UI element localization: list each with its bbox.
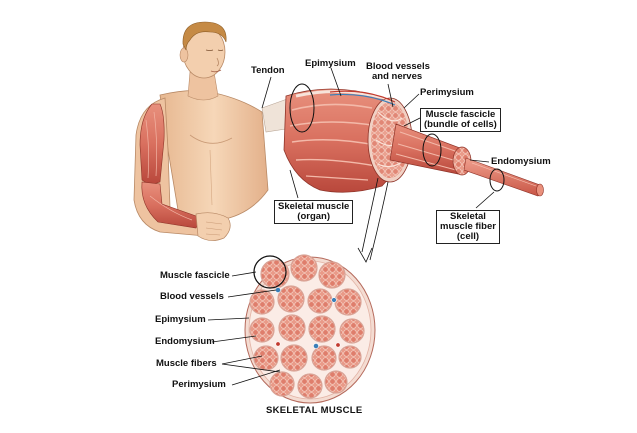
- label-blood-vessels-nerves-line1: Blood vessels: [366, 61, 430, 72]
- label-skeletal-muscle-organ-line2: (organ): [297, 211, 330, 222]
- diagram-caption: SKELETAL MUSCLE: [266, 405, 363, 416]
- label-muscle-fascicle-box: Muscle fascicle (bundle of cells): [420, 108, 501, 132]
- leader-lines-lower: [207, 271, 281, 386]
- label-skeletal-muscle-fiber-box: Skeletal muscle fiber (cell): [436, 210, 500, 244]
- label-perimysium: Perimysium: [420, 87, 474, 98]
- label-cross-muscle-fibers: Muscle fibers: [156, 358, 217, 369]
- label-cross-muscle-fascicle: Muscle fascicle: [160, 270, 230, 281]
- label-skeletal-fiber-line1: Skeletal: [450, 211, 486, 222]
- vessel-dots: [275, 287, 341, 349]
- human-figure: [133, 21, 269, 241]
- label-muscle-fascicle-line1: Muscle fascicle: [425, 109, 496, 120]
- label-cross-epimysium: Epimysium: [155, 314, 206, 325]
- label-tendon: Tendon: [251, 65, 285, 76]
- ring-epimysium: [289, 83, 315, 133]
- ring-fascicle: [422, 133, 442, 167]
- muscle-organ: [261, 88, 413, 193]
- label-skeletal-fiber-line3: (cell): [456, 231, 480, 242]
- label-cross-endomysium: Endomysium: [155, 336, 215, 347]
- label-epimysium: Epimysium: [305, 58, 356, 69]
- label-skeletal-fiber-line2: muscle fiber: [440, 221, 496, 232]
- cross-section: [244, 254, 376, 404]
- label-endomysium: Endomysium: [491, 156, 551, 167]
- label-skeletal-muscle-organ-line1: Skeletal muscle: [278, 201, 350, 212]
- label-muscle-fascicle-line2: (bundle of cells): [424, 119, 497, 130]
- ring-fiber: [489, 168, 505, 192]
- label-cross-blood-vessels: Blood vessels: [160, 291, 224, 302]
- label-skeletal-muscle-organ-box: Skeletal muscle (organ): [274, 200, 354, 224]
- label-cross-perimysium: Perimysium: [172, 379, 226, 390]
- muscle-fiber: [463, 157, 544, 197]
- label-blood-vessels-nerves-line2: and nerves: [372, 71, 423, 82]
- label-rings: [289, 83, 505, 192]
- leader-lines-upper: [261, 67, 495, 263]
- fascicles: [249, 254, 365, 399]
